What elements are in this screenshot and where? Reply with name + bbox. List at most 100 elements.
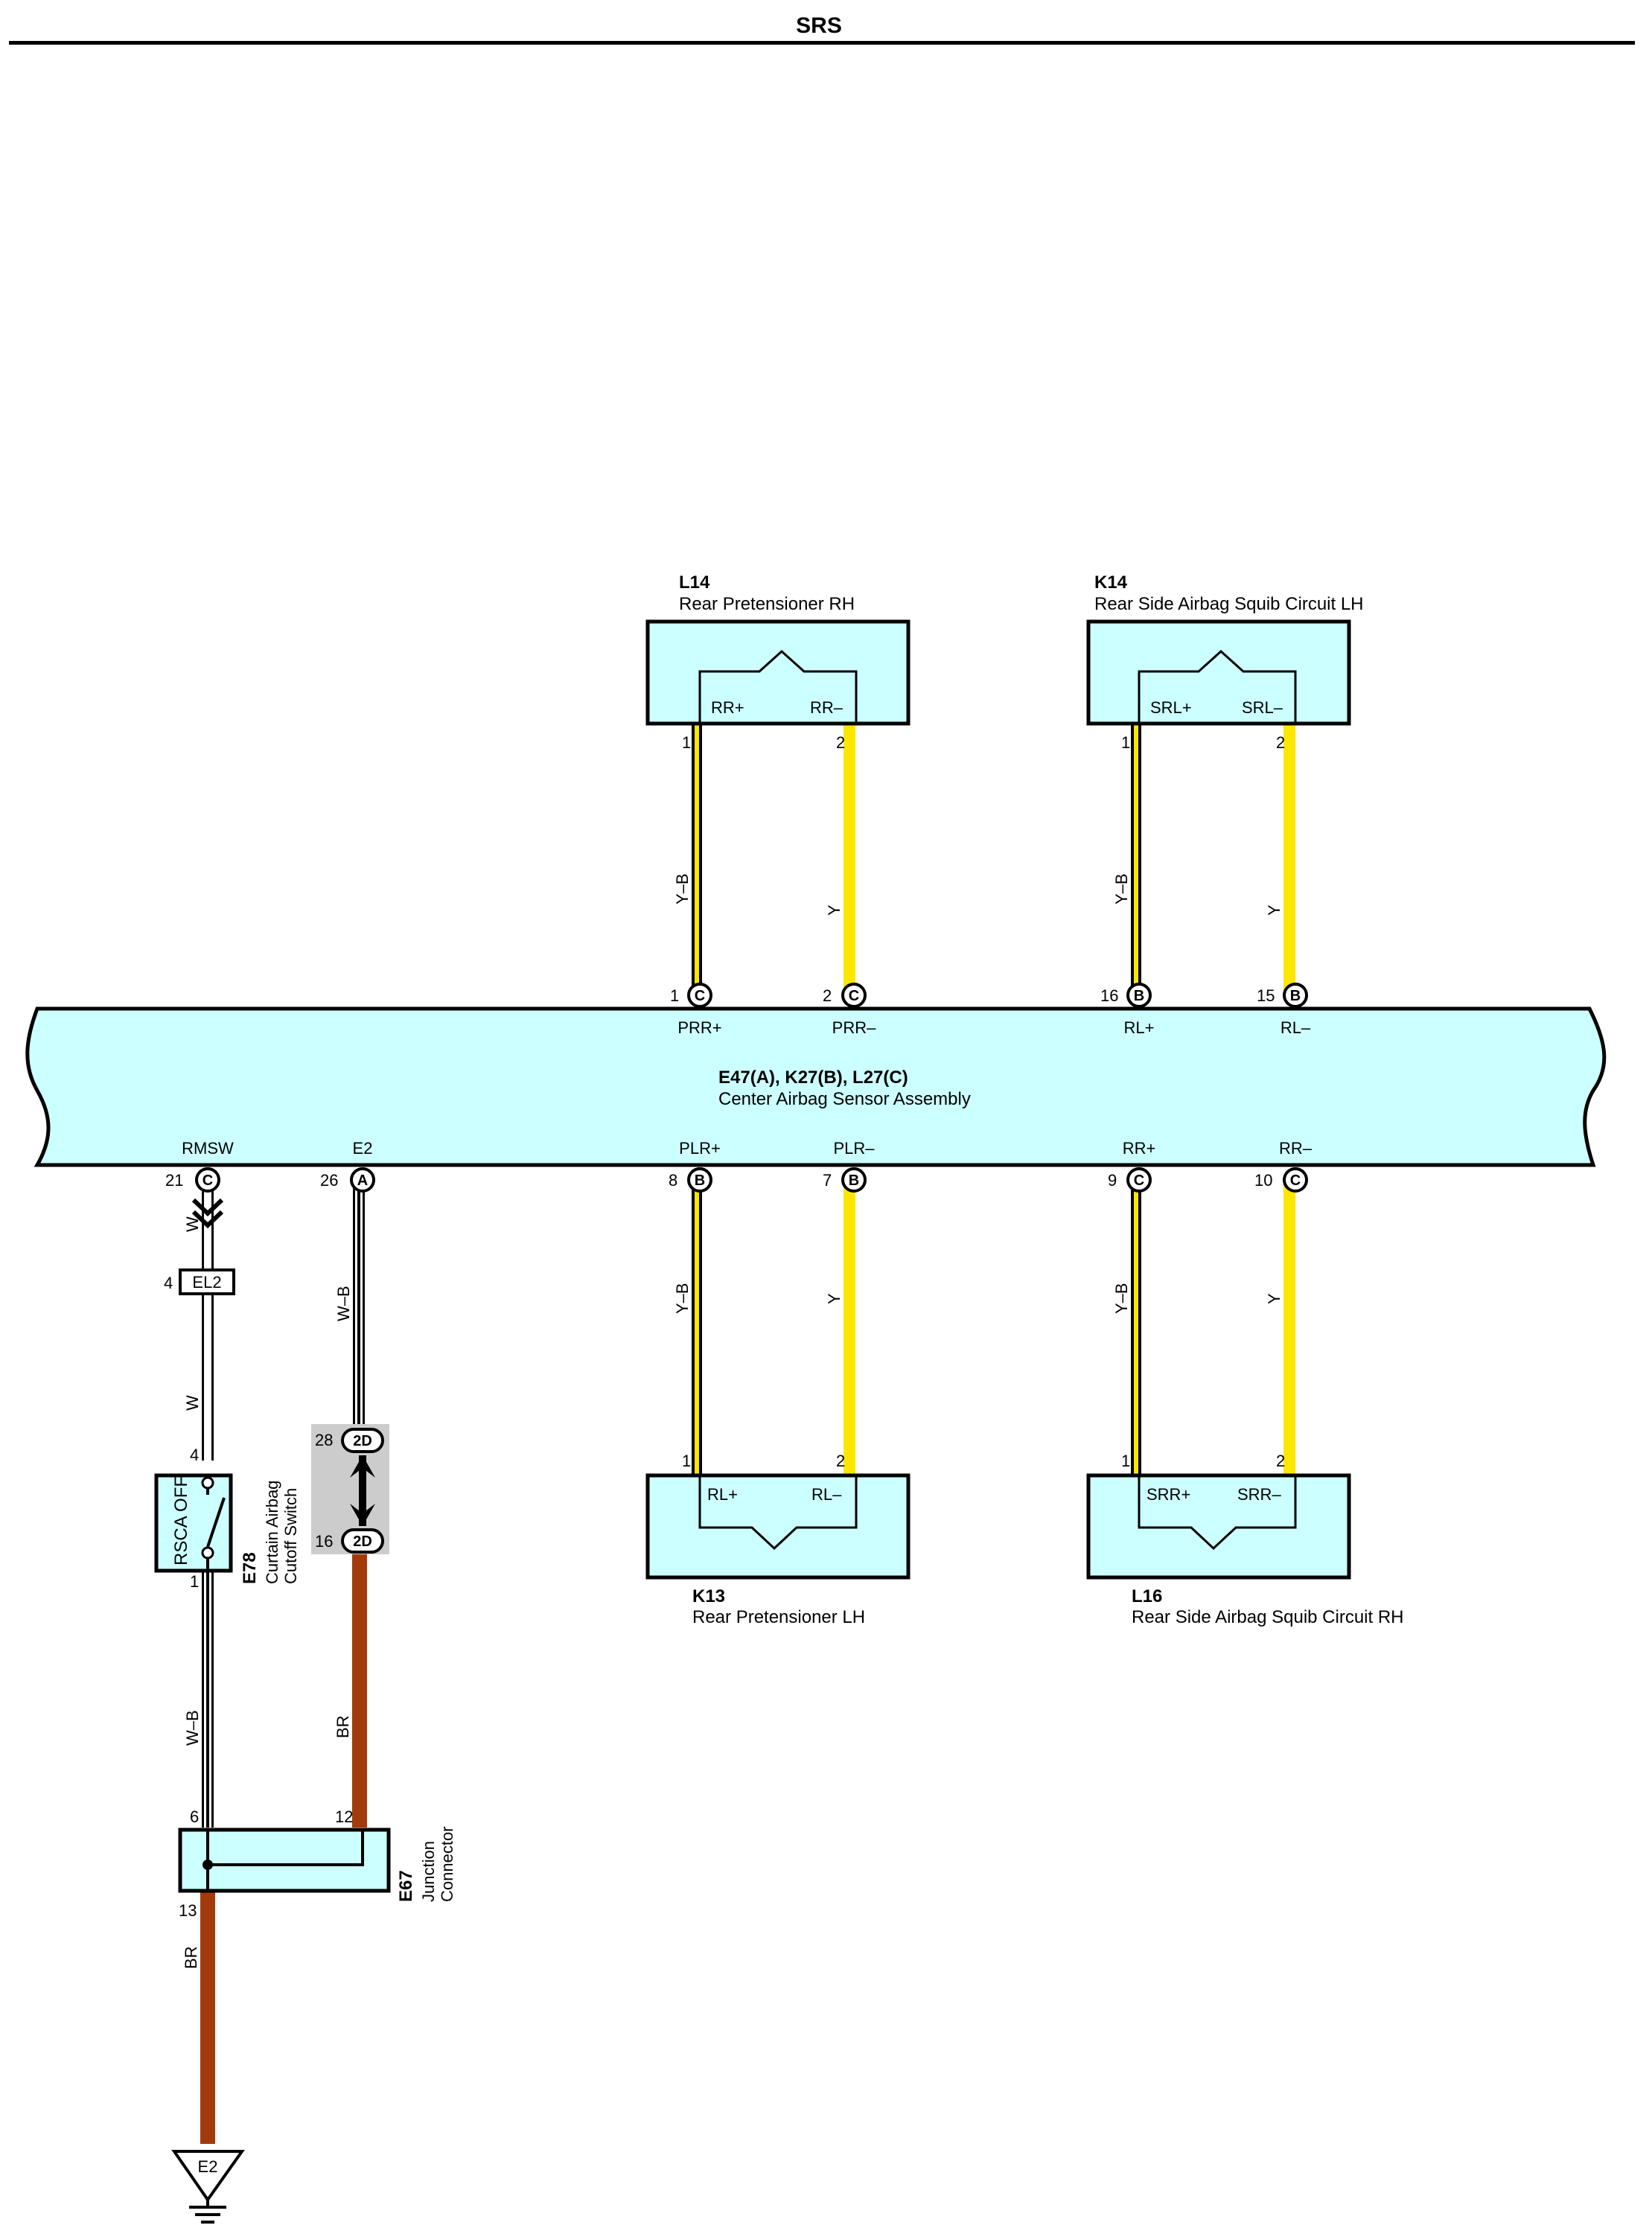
k14-code: K14 [1094, 572, 1128, 593]
svg-text:2: 2 [823, 986, 832, 1005]
l14-term-pos: RR+ [711, 698, 744, 717]
wire-l16-neg [1283, 1184, 1295, 1474]
e67-pin-12: 12 [335, 1807, 353, 1826]
wire-e2-br [352, 1545, 367, 1828]
connector-el2: EL2 4 [164, 1268, 235, 1295]
connector-c-21: C 21 [165, 1167, 220, 1193]
wire-e2-wb [353, 1184, 365, 1426]
svg-text:26: 26 [320, 1171, 338, 1190]
svg-text:16: 16 [315, 1532, 333, 1551]
connector-c-1: C 1 [670, 983, 712, 1008]
component-l16: SRR+ SRR– L16 Rear Side Airbag Squib Cir… [1086, 1473, 1404, 1627]
e78-name: Curtain Airbag [263, 1481, 281, 1584]
chevron-down-icon [191, 1210, 224, 1229]
ecu-terminal-rr-pos: RR+ [1123, 1139, 1156, 1158]
ecu-terminal-e2: E2 [353, 1139, 373, 1158]
connector-c-2: C 2 [823, 983, 867, 1008]
svg-text:15: 15 [1257, 986, 1275, 1005]
wire-ground-br [200, 1891, 215, 2144]
connector-b-16: B 16 [1100, 983, 1152, 1008]
e78-code: E78 [240, 1552, 260, 1584]
ecu-terminal-prr-neg: PRR– [832, 1018, 876, 1037]
wire-color-label: Y–B [1112, 1283, 1131, 1314]
l14-pin-1: 1 [682, 733, 691, 752]
wire-k14-neg [1283, 724, 1295, 992]
svg-text:EL2: EL2 [192, 1273, 221, 1292]
ecu-terminal-rl-neg: RL– [1281, 1018, 1311, 1037]
svg-text:B: B [695, 1172, 705, 1189]
component-e67 [178, 1828, 391, 1893]
l14-name: Rear Pretensioner RH [679, 594, 855, 614]
wire-k14-pos [1131, 724, 1141, 992]
ecu-terminal-prr-pos: PRR+ [677, 1018, 721, 1037]
wire-e78-e67-wb [202, 1571, 214, 1828]
ground-icon: E2 [171, 2150, 245, 2224]
svg-text:C: C [202, 1172, 213, 1189]
svg-text:B: B [1290, 988, 1301, 1004]
wire-color-label: Y [1265, 904, 1283, 916]
wire-color-label: Y–B [1112, 873, 1131, 904]
svg-text:10: 10 [1254, 1171, 1272, 1190]
connector-a-26: A 26 [320, 1167, 375, 1193]
l16-term-neg: SRR– [1237, 1485, 1281, 1504]
wire-color-label: Y [1265, 1293, 1283, 1304]
svg-text:C: C [1134, 1172, 1144, 1189]
component-k13: RL+ RL– K13 Rear Pretensioner LH [645, 1473, 910, 1627]
k14-pin-1: 1 [1121, 733, 1130, 752]
e78-label: RSCA OFF [171, 1476, 191, 1565]
component-k14: K14 Rear Side Airbag Squib Circuit LH SR… [1086, 572, 1364, 726]
k14-pin-2: 2 [1276, 733, 1285, 752]
wire-k13-pos [692, 1184, 702, 1474]
e67-name: Connector [438, 1826, 456, 1902]
k13-code: K13 [692, 1586, 725, 1606]
wire-color-label: BR [334, 1715, 352, 1738]
l14-code: L14 [679, 572, 710, 593]
wire-color-label: BR [182, 1946, 200, 1969]
wire-l16-pos [1131, 1184, 1141, 1474]
wire-color-label: W–B [183, 1710, 202, 1746]
e78-name: Cutoff Switch [281, 1488, 300, 1584]
e67-code: E67 [396, 1870, 416, 1902]
svg-text:C: C [1290, 1172, 1301, 1189]
svg-text:8: 8 [669, 1171, 677, 1190]
l16-code: L16 [1132, 1586, 1162, 1606]
arrow-up-icon [350, 1455, 375, 1478]
svg-text:A: A [357, 1172, 368, 1189]
junction-2d: 2D 28 2D 16 [311, 1424, 389, 1554]
svg-text:4: 4 [164, 1274, 173, 1292]
k14-term-pos: SRL+ [1150, 698, 1192, 717]
svg-text:1: 1 [670, 986, 679, 1005]
ecu-terminal-plr-neg: PLR– [833, 1139, 875, 1158]
e67-pin-6: 6 [190, 1807, 199, 1826]
l14-term-neg: RR– [810, 698, 843, 717]
arrow-down-icon [350, 1504, 375, 1526]
k13-pin-2: 2 [836, 1452, 845, 1470]
e67-pin-13: 13 [179, 1901, 197, 1920]
svg-text:2D: 2D [353, 1533, 372, 1550]
svg-text:2D: 2D [353, 1433, 372, 1449]
l16-pin-2: 2 [1276, 1452, 1285, 1470]
svg-text:7: 7 [823, 1171, 832, 1190]
ecu-terminal-plr-pos: PLR+ [679, 1139, 721, 1158]
svg-text:21: 21 [165, 1171, 183, 1190]
l16-term-pos: SRR+ [1146, 1485, 1190, 1504]
k14-name: Rear Side Airbag Squib Circuit LH [1094, 594, 1364, 614]
svg-text:C: C [849, 988, 859, 1004]
svg-text:9: 9 [1108, 1171, 1117, 1190]
e78-pin-1: 1 [190, 1572, 199, 1591]
header-rule [9, 41, 1635, 45]
k13-term-pos: RL+ [707, 1485, 738, 1504]
page-title: SRS [796, 13, 842, 38]
connector-b-7: B 7 [823, 1167, 867, 1193]
ecu-terminal-rr-neg: RR– [1279, 1139, 1313, 1158]
ecu-terminal-rl-pos: RL+ [1124, 1018, 1155, 1037]
svg-text:B: B [849, 1172, 859, 1189]
wire-l14-pos [692, 724, 702, 992]
wire-l14-neg [843, 724, 855, 992]
wire-color-label: W [183, 1216, 202, 1232]
k13-term-neg: RL– [811, 1485, 842, 1504]
k13-name: Rear Pretensioner LH [692, 1607, 865, 1627]
ecu-code: E47(A), K27(B), L27(C) [718, 1067, 908, 1088]
wire-color-label: Y–B [673, 873, 692, 904]
